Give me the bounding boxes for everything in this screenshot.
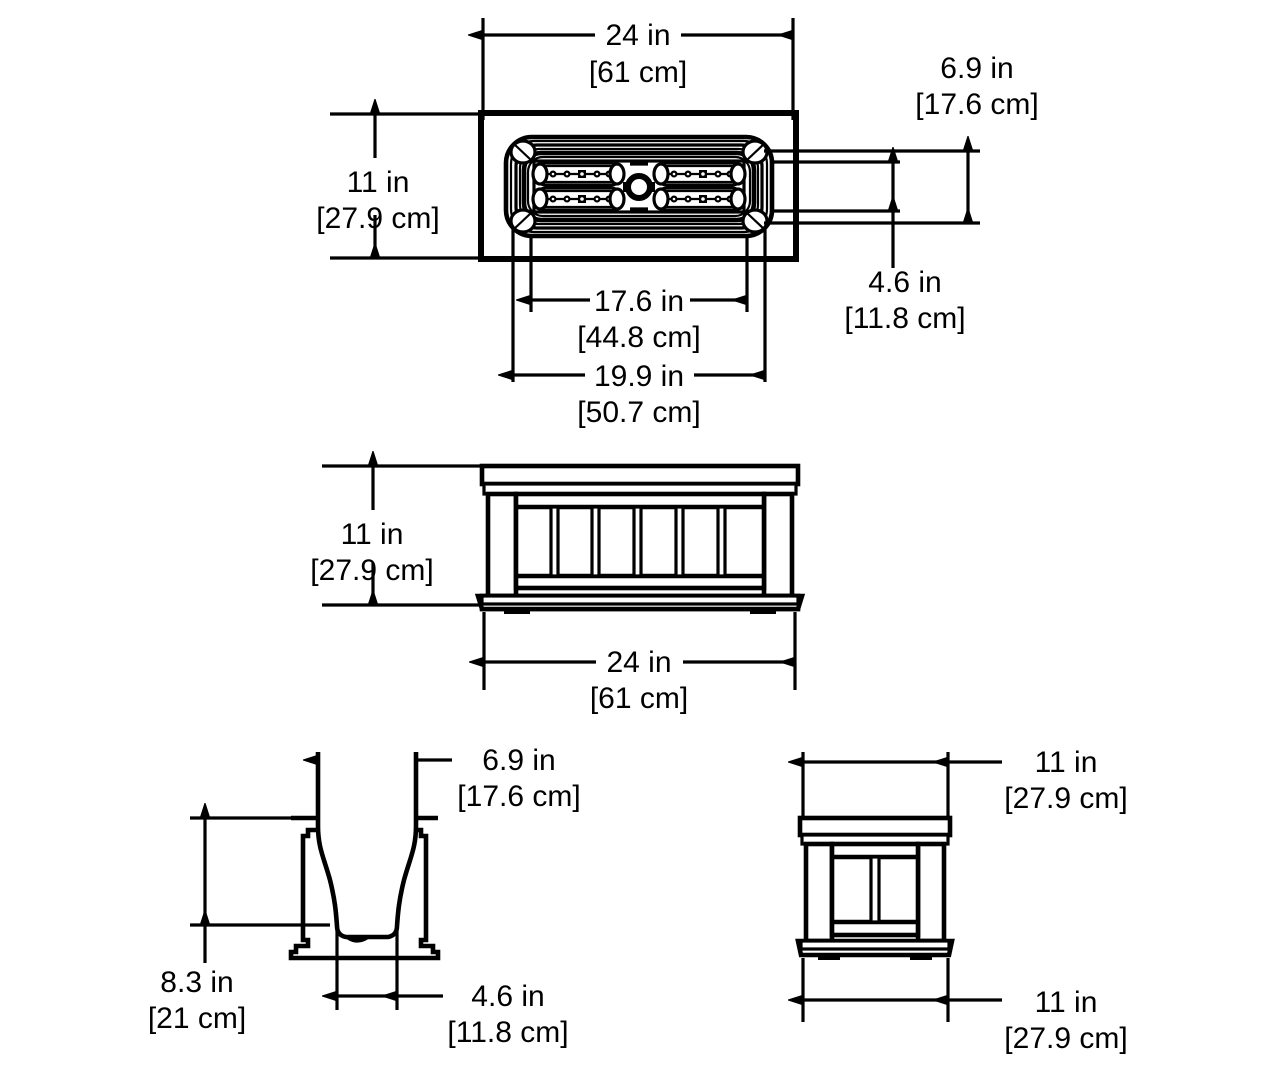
side-view: 11 in [27.9 cm]	[798, 746, 1128, 1055]
dim-label-front-height-in: 11 in	[341, 518, 404, 551]
dim-label-section-depth-cm: [21 cm]	[148, 1002, 246, 1035]
front-top-rim	[479, 463, 801, 496]
top-outer-body-rect	[478, 110, 799, 262]
dim-label-opening-outer-height-in: 6.9 in	[940, 52, 1013, 85]
top-right-leader-lines	[764, 149, 980, 225]
dim-label-opening-outer-width-in: 19.9 in	[594, 360, 684, 393]
dim-label-top-width-in: 24 in	[605, 19, 670, 52]
dim-label-opening-outer-height-cm: [17.6 cm]	[915, 88, 1038, 121]
dim-label-section-top-opening-in: 6.9 in	[482, 744, 555, 777]
section-bottom-bump	[342, 936, 373, 943]
dim-label-top-depth-in: 11 in	[347, 166, 410, 199]
side-top-rim	[797, 815, 953, 846]
front-view: 11 in [27.9 cm]	[310, 463, 806, 715]
front-post-right	[761, 491, 795, 599]
side-slat-divider	[869, 855, 881, 924]
slat-panel-upper-left	[531, 161, 626, 187]
slat-panel-lower-left	[531, 186, 626, 212]
front-post-left	[485, 491, 519, 599]
dim-label-section-bottom-width-cm: [11.8 cm]	[447, 1016, 568, 1049]
dim-label-front-width-cm: [61 cm]	[590, 682, 688, 715]
slat-panel-lower-right	[652, 186, 747, 212]
dim-label-section-depth-in: 8.3 in	[160, 966, 233, 999]
dim-label-top-width-cm: [61 cm]	[589, 56, 687, 89]
side-post-right	[915, 841, 947, 944]
top-center-detail	[623, 162, 655, 211]
side-feet	[818, 955, 932, 960]
dim-label-front-height-cm: [27.9 cm]	[310, 554, 433, 587]
dim-label-opening-inner-height-cm: [11.8 cm]	[844, 302, 965, 335]
dim-label-side-width-top-cm: [27.9 cm]	[1004, 782, 1127, 815]
side-bottom-extension-lines	[801, 958, 950, 1022]
dim-label-opening-inner-width-cm: [44.8 cm]	[577, 321, 700, 354]
top-rim-rings	[503, 134, 775, 239]
front-feet	[504, 609, 776, 614]
slat-panel-upper-right	[652, 161, 747, 187]
front-width-extension-lines	[482, 612, 797, 690]
top-inner-floor-plate	[532, 159, 746, 214]
top-depth-extension-lines	[330, 112, 485, 260]
dim-label-section-bottom-width-in: 4.6 in	[471, 980, 544, 1013]
top-view: 24 in [61 cm] 11 in [27.9 cm]	[316, 18, 1039, 429]
front-slat-dividers	[549, 505, 727, 578]
dim-label-side-width-bottom-in: 11 in	[1035, 986, 1098, 1019]
section-view: 6.9 in [17.6 cm] 8.3 in [21 cm] 4.6 in	[148, 744, 581, 1049]
dim-label-opening-inner-height-in: 4.6 in	[868, 266, 941, 299]
dim-label-opening-outer-width-cm: [50.7 cm]	[577, 396, 700, 429]
top-slat-panels	[531, 161, 747, 212]
dim-label-top-depth-cm: [27.9 cm]	[316, 202, 439, 235]
top-corner-beads	[509, 139, 769, 234]
dim-label-front-width-in: 24 in	[606, 646, 671, 679]
dim-label-side-width-bottom-cm: [27.9 cm]	[1004, 1022, 1127, 1055]
side-base	[795, 938, 955, 958]
front-height-extension-lines	[322, 464, 487, 607]
side-post-left	[803, 841, 835, 944]
center-drain-hole	[625, 173, 653, 201]
front-base	[474, 593, 806, 612]
dim-label-section-top-opening-cm: [17.6 cm]	[457, 780, 580, 813]
dim-label-side-width-top-in: 11 in	[1035, 746, 1098, 779]
dim-label-opening-inner-width-in: 17.6 in	[594, 285, 684, 318]
